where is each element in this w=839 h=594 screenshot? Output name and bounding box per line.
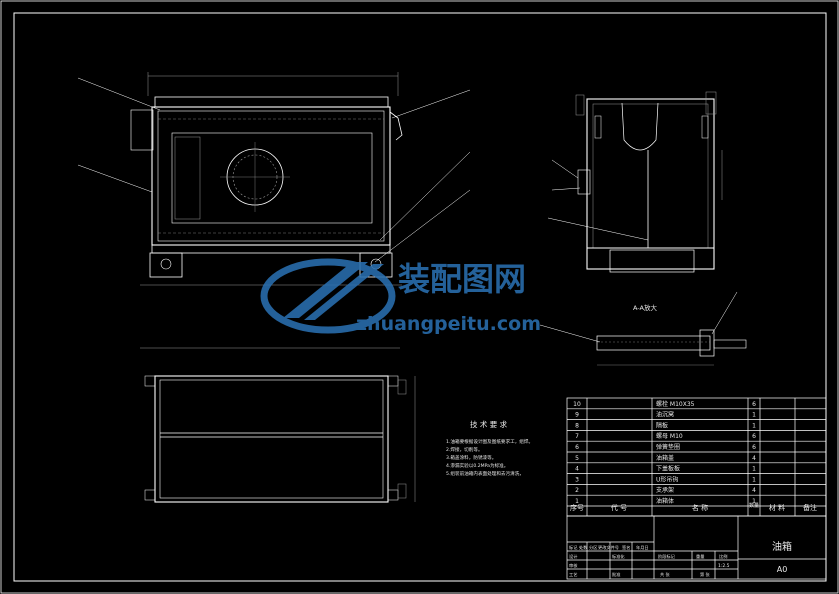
bom-cell-no: 6 bbox=[575, 444, 579, 451]
tb-label: 设计 bbox=[569, 553, 577, 560]
watermark-url: zhuangpeitu.com bbox=[356, 313, 541, 335]
bom-cell-qty: 6 bbox=[752, 433, 756, 440]
tb-label: 标准化 bbox=[612, 553, 625, 560]
top-view bbox=[140, 347, 416, 503]
bom-cell-no: 1 bbox=[575, 498, 579, 505]
bom-cell-no: 4 bbox=[575, 466, 579, 473]
bom-header-note: 备注 bbox=[803, 503, 817, 512]
drawing-title: 油箱 bbox=[772, 540, 792, 553]
bom-cell-no: 9 bbox=[575, 412, 579, 419]
bom-cell-qty: 4 bbox=[752, 487, 756, 494]
tb-label: 处数 bbox=[579, 544, 588, 551]
bom-cell-name: 螺母 M10 bbox=[656, 432, 683, 440]
bom-cell-name: 油箱体 bbox=[656, 497, 674, 505]
tb-label: 更改文件号 bbox=[598, 544, 619, 551]
bom-cell-no: 10 bbox=[573, 401, 581, 408]
bom-cell-qty: 1 bbox=[752, 476, 756, 483]
tb-label: 审核 bbox=[569, 562, 578, 569]
bom-cell-no: 5 bbox=[575, 455, 579, 462]
bom-header-no: 序号 bbox=[570, 503, 584, 512]
bom-cell-name: 弹簧垫圈 bbox=[656, 443, 680, 451]
technical-requirements: 技 术 要 求 1.油箱要根据设计图及图纸要求工，组焊。 2.焊接，切削等。 3… bbox=[446, 419, 533, 477]
tb-label: 标记 bbox=[569, 544, 578, 551]
tb-label: 签名 bbox=[622, 544, 630, 551]
bom-cell-name: 油箱盖 bbox=[656, 454, 674, 462]
bom-cell-no: 7 bbox=[575, 433, 579, 440]
bom-cell-qty: 4 bbox=[752, 455, 756, 462]
bom-cell-qty: 6 bbox=[752, 401, 756, 408]
bom-cell-qty: 1 bbox=[752, 498, 756, 505]
tech-req-item: 5.组装前油箱内表面处理和去污清洗， bbox=[446, 470, 524, 477]
bom-cell-name: 螺栓 M10X35 bbox=[656, 400, 695, 408]
tb-label: 比例 bbox=[719, 553, 727, 560]
tb-label: 批准 bbox=[612, 571, 620, 578]
tb-label: 第 张 bbox=[700, 571, 711, 578]
bom-header-qty: 数量 bbox=[749, 502, 759, 509]
section-a-a-detail: A-A放大 bbox=[539, 291, 747, 366]
tb-label: 阶段标记 bbox=[658, 553, 676, 560]
bom-cell-name: 隔板 bbox=[656, 421, 668, 429]
watermark: 装配图网 zhuangpeitu.com bbox=[260, 258, 541, 335]
bill-of-materials: 10 螺栓 M10X35 6 9 油沉窝 1 8 隔板 1 7 螺母 M10 6 6 弹簧垫圈 6 5 油箱盖 4… bbox=[566, 397, 827, 517]
front-view bbox=[77, 72, 471, 286]
tech-req-title: 技 术 要 求 bbox=[470, 419, 508, 429]
bom-header-material: 材 料 bbox=[769, 503, 785, 512]
watermark-brand: 装配图网 bbox=[398, 260, 526, 298]
bom-cell-no: 3 bbox=[575, 476, 579, 483]
tech-req-item: 1.油箱要根据设计图及图纸要求工，组焊。 bbox=[446, 438, 533, 445]
tech-req-item: 2.焊接，切削等。 bbox=[446, 446, 483, 453]
tb-label: 工艺 bbox=[569, 572, 577, 577]
tech-req-item: 3.箱盖涂料，防锈漆等。 bbox=[446, 454, 496, 461]
scale-value: 1:2.5 bbox=[718, 563, 730, 569]
title-block: 标记 处数 分区 更改文件号 签名 年月日 设计 标准化 阶段标记 重量 比例 … bbox=[566, 515, 827, 580]
bom-cell-name: 支承架 bbox=[656, 486, 674, 494]
tb-label: 重量 bbox=[696, 553, 704, 560]
bom-cell-name: 油沉窝 bbox=[656, 411, 674, 419]
bom-cell-no: 2 bbox=[575, 487, 579, 494]
bom-cell-name: 下盖板板 bbox=[656, 465, 680, 473]
tb-label: 共 张 bbox=[660, 571, 671, 578]
sheet-size: A0 bbox=[777, 565, 788, 574]
section-label: A-A放大 bbox=[633, 303, 657, 312]
bom-cell-qty: 1 bbox=[752, 412, 756, 419]
bom-cell-qty: 1 bbox=[752, 422, 756, 429]
bom-header-code: 代 号 bbox=[611, 503, 627, 512]
tech-req-item: 4.渗漏实验以0.2MPa为标准。 bbox=[446, 462, 508, 469]
watermark-logo-icon bbox=[260, 258, 396, 334]
bom-cell-qty: 1 bbox=[752, 466, 756, 473]
tb-label: 年月日 bbox=[636, 544, 649, 551]
side-view bbox=[547, 91, 723, 273]
bom-header-name: 名 称 bbox=[692, 503, 708, 512]
bom-cell-no: 8 bbox=[575, 422, 579, 429]
inner-frame bbox=[13, 12, 827, 582]
bom-cell-name: U形吊钩 bbox=[656, 475, 678, 483]
tb-label: 分区 bbox=[589, 544, 597, 551]
bom-cell-qty: 6 bbox=[752, 444, 756, 451]
